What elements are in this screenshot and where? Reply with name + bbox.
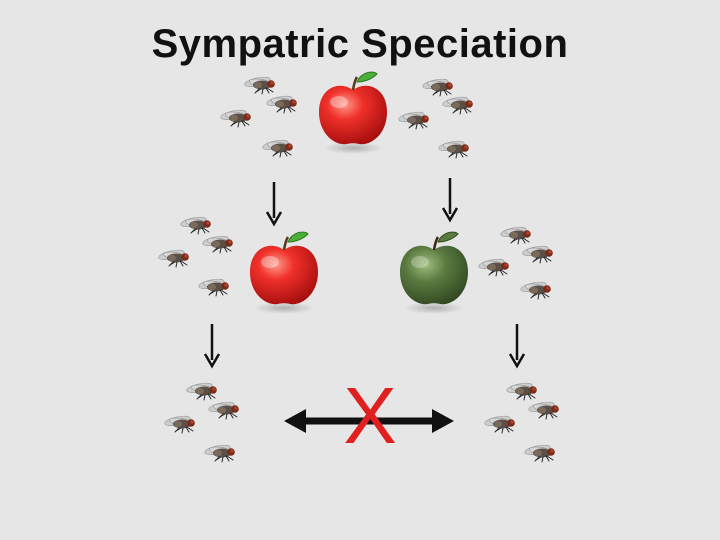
title: Sympatric Speciation [151, 22, 569, 66]
fly-group-bottom-left [163, 380, 240, 463]
housefly-icon [163, 413, 196, 434]
housefly-icon [477, 256, 510, 277]
fly-group-top-left [219, 74, 298, 158]
housefly-icon [261, 137, 294, 158]
housefly-icon [499, 224, 532, 245]
housefly-icon [265, 93, 298, 114]
red-apple-icon [317, 70, 389, 156]
housefly-icon [505, 380, 538, 401]
housefly-icon [203, 442, 236, 463]
down-arrow-icon [203, 322, 221, 368]
green-apple-icon [398, 230, 470, 316]
fly-group-middle-left [157, 214, 234, 297]
housefly-icon [157, 247, 190, 268]
housefly-icon [201, 233, 234, 254]
housefly-icon [441, 94, 474, 115]
fly-group-middle-right [477, 224, 554, 300]
housefly-icon [243, 74, 276, 95]
housefly-icon [397, 109, 430, 130]
housefly-icon [219, 107, 252, 128]
housefly-icon [421, 76, 454, 97]
fly-group-bottom-right [483, 380, 560, 463]
housefly-icon [179, 214, 212, 235]
double-arrow-icon [284, 409, 454, 433]
down-arrow-icon [265, 180, 283, 226]
housefly-icon [519, 279, 552, 300]
housefly-icon [523, 442, 556, 463]
down-arrow-icon [508, 322, 526, 368]
down-arrow-icon [441, 176, 459, 222]
housefly-icon [437, 138, 470, 159]
housefly-icon [185, 380, 218, 401]
housefly-icon [197, 276, 230, 297]
no-interbreeding-mark: X [343, 371, 397, 460]
housefly-icon [527, 399, 560, 420]
housefly-icon [483, 413, 516, 434]
housefly-icon [207, 399, 240, 420]
housefly-icon [521, 243, 554, 264]
fly-group-top-right [397, 76, 474, 159]
red-apple-icon [248, 230, 320, 316]
